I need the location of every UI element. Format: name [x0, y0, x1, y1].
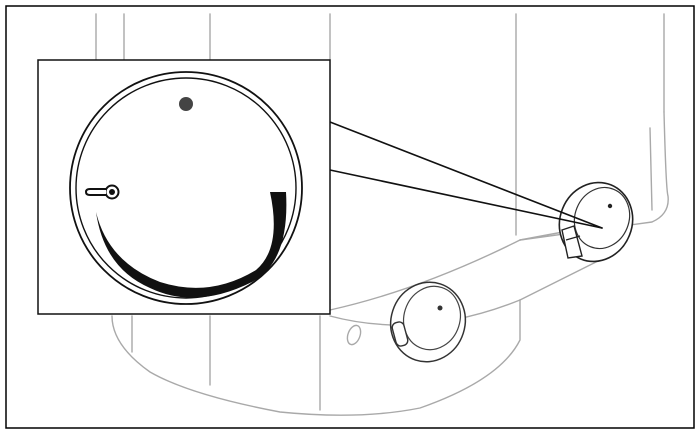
front-hole [346, 324, 362, 346]
base-tray-rim-right [519, 259, 601, 301]
dial-outer-ring [69, 71, 303, 305]
front-knob-grip [391, 321, 409, 347]
side-knob [558, 181, 634, 263]
front-knob [389, 281, 467, 363]
side-knob-dot [607, 203, 613, 209]
magnified-inset [37, 59, 331, 315]
base-tray-outline [111, 299, 521, 416]
indicator-dot-icon [179, 97, 193, 111]
appliance-body [95, 13, 669, 416]
housing-inner-edge [649, 127, 653, 211]
thermometer-icon [84, 184, 120, 200]
front-knob-dot [437, 305, 443, 311]
side-knob-grip [561, 225, 583, 259]
leader-line-lower [329, 169, 603, 229]
callout-leader [329, 121, 603, 229]
dial-inner-ring [75, 77, 297, 299]
housing-right-edge [519, 111, 669, 241]
figure-frame [5, 5, 695, 429]
leader-line-upper [329, 121, 603, 229]
